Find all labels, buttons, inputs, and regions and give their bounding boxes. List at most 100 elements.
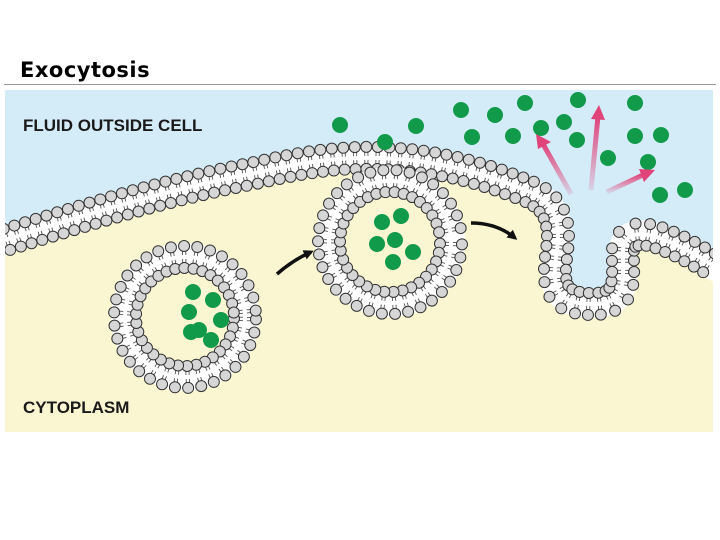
- lipid-head: [540, 239, 553, 252]
- lipid-head: [402, 305, 415, 318]
- lipid-head: [360, 140, 373, 153]
- molecule: [213, 312, 229, 328]
- lipid-head: [137, 181, 150, 194]
- title-divider: [4, 84, 716, 85]
- lipid-head: [154, 199, 167, 212]
- lipid-head: [390, 164, 403, 177]
- lipid-head: [473, 156, 486, 169]
- lipid-head: [425, 294, 438, 307]
- lipid-head: [406, 143, 419, 156]
- molecule: [570, 92, 586, 108]
- lipid-head: [89, 217, 102, 230]
- lipid-head: [313, 222, 326, 235]
- release-arrow-icon: [639, 169, 655, 182]
- lipid-head: [121, 208, 134, 221]
- lipid-head: [537, 262, 550, 275]
- lipid-head: [110, 293, 123, 306]
- lipid-head: [484, 159, 497, 172]
- lipid-head: [19, 216, 32, 229]
- lipid-head: [227, 306, 240, 319]
- lipid-head: [478, 180, 491, 193]
- lipid-head: [678, 255, 691, 268]
- lipid-head: [436, 170, 449, 183]
- lipid-head: [143, 202, 156, 215]
- molecule: [387, 232, 403, 248]
- lipid-head: [116, 344, 129, 357]
- lipid-head: [339, 292, 352, 305]
- lipid-head: [182, 381, 195, 394]
- lipid-head: [36, 233, 49, 246]
- lipid-head: [123, 355, 136, 368]
- lipid-head: [414, 301, 427, 314]
- molecule: [556, 114, 572, 130]
- lipid-head: [330, 283, 343, 296]
- lipid-head: [708, 247, 713, 260]
- lipid-tail: [711, 258, 713, 263]
- molecule: [374, 214, 390, 230]
- molecule: [652, 187, 668, 203]
- lipid-head: [115, 187, 128, 200]
- molecule: [385, 254, 401, 270]
- molecule: [332, 117, 348, 133]
- lipid-head: [555, 302, 568, 315]
- lipid-head: [314, 143, 327, 156]
- lipid-head: [609, 304, 622, 317]
- lipid-head: [46, 230, 59, 243]
- lipid-head: [72, 199, 85, 212]
- lipid-head: [550, 191, 563, 204]
- lipid-head: [594, 308, 607, 321]
- lipid-head: [164, 196, 177, 209]
- lipid-head: [121, 269, 134, 282]
- lipid-head: [467, 177, 480, 190]
- lipid-head: [248, 326, 261, 339]
- lipid-head: [698, 241, 711, 254]
- lipid-head: [539, 250, 552, 263]
- lipid-head: [251, 177, 264, 190]
- molecule: [377, 134, 393, 150]
- lipid-head: [236, 158, 249, 171]
- lipid-head: [195, 380, 208, 393]
- lipid-head: [435, 285, 448, 298]
- lipid-head: [8, 219, 21, 232]
- molecule: [517, 95, 533, 111]
- lipid-head: [291, 147, 304, 160]
- lipid-head: [226, 258, 239, 271]
- release-arrow-icon: [540, 142, 574, 196]
- lipid-head: [302, 145, 315, 158]
- lipid-head: [348, 141, 361, 154]
- lipid-head: [143, 372, 156, 385]
- lipid-head: [352, 171, 365, 184]
- lipid-head: [237, 350, 250, 363]
- molecule: [487, 107, 503, 123]
- molecule: [203, 332, 219, 348]
- lipid-head: [280, 149, 293, 162]
- lipid-head: [249, 304, 262, 317]
- release-arrow-icon: [591, 105, 605, 120]
- lipid-head: [5, 223, 10, 235]
- lipid-head: [317, 209, 330, 222]
- lipid-head: [562, 229, 575, 242]
- lipid-head: [433, 226, 446, 239]
- lipid-head: [613, 225, 626, 238]
- lipid-head: [78, 220, 91, 233]
- lipid-head: [317, 165, 330, 178]
- lipid-head: [659, 245, 672, 258]
- lipid-head: [562, 242, 575, 255]
- molecule: [393, 208, 409, 224]
- lipid-head: [186, 191, 199, 204]
- lipid-head: [569, 307, 582, 320]
- lipid-head: [132, 205, 145, 218]
- lipid-head: [415, 171, 428, 184]
- molecule: [185, 284, 201, 300]
- lipid-head: [181, 170, 194, 183]
- lipid-head: [427, 178, 440, 191]
- lipid-head: [258, 153, 271, 166]
- lipid-head: [350, 299, 363, 312]
- lipid-head: [454, 251, 467, 264]
- lipid-head: [667, 225, 680, 238]
- lipid-head: [364, 166, 377, 179]
- molecule: [600, 150, 616, 166]
- lipid-head: [83, 196, 96, 209]
- lipid-head: [446, 172, 459, 185]
- lipid-head: [322, 273, 335, 286]
